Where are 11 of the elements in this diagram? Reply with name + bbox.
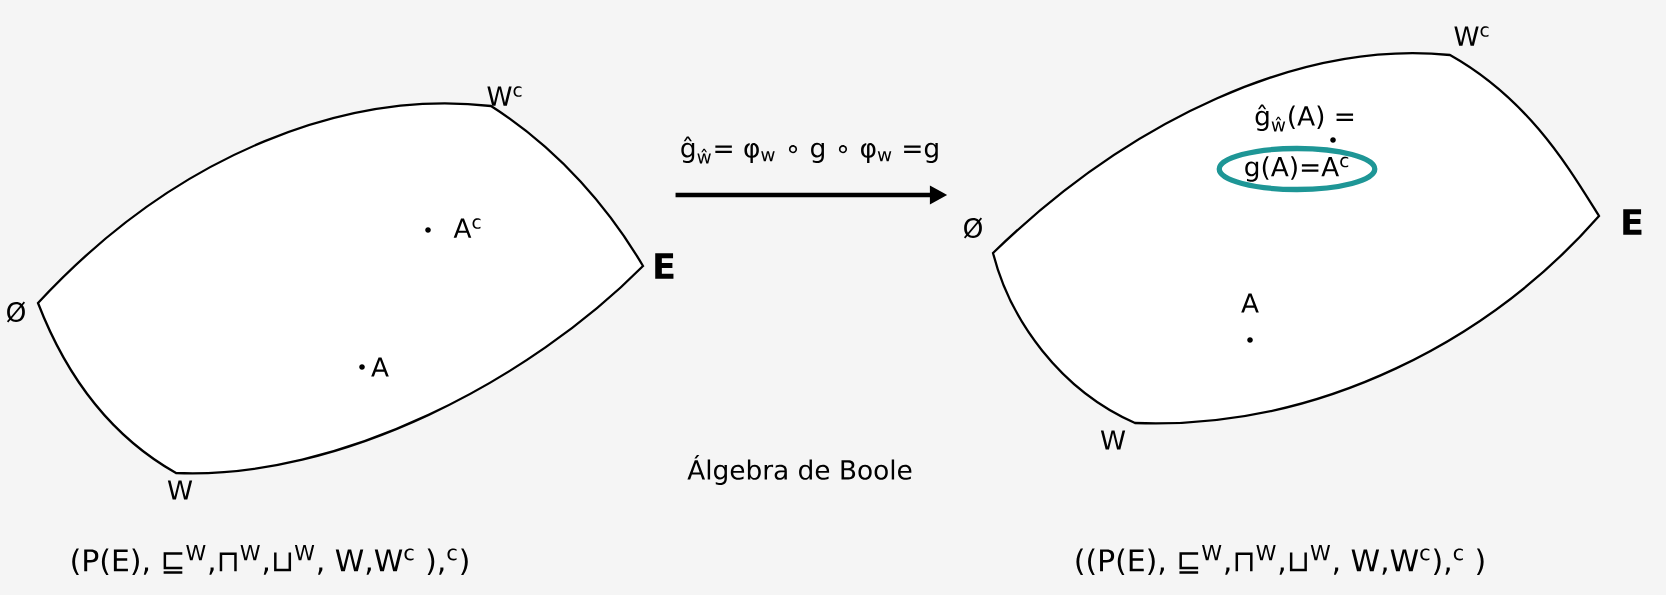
structure-formula: (P(E), ⊑$^{W}$,⊓$^{W}$,⊔$^{W}$, W,W$^{c}$ ),$^{c}$) [72, 544, 468, 576]
edge-label: ĝ$_{ŵ}$= φ$_{w}$ ∘ g ∘ φ$_{w}$ =g [681, 136, 938, 164]
corner-label: E [1623, 209, 1642, 235]
corner-label: Ø [6, 301, 26, 323]
corner-label: Ø [963, 217, 983, 239]
caption-text: Álgebra de Boole [687, 455, 912, 485]
corner-label: E [655, 253, 674, 279]
corner-label: W$^{c}$ [1454, 26, 1489, 46]
structure-formula: ((P(E), ⊑$^{W}$,⊓$^{W}$,⊔$^{W}$, W,W$^{c}$),$^{c}$ ) [1076, 544, 1484, 576]
corner-label: W [167, 480, 193, 500]
corner-label: W [1100, 430, 1126, 450]
